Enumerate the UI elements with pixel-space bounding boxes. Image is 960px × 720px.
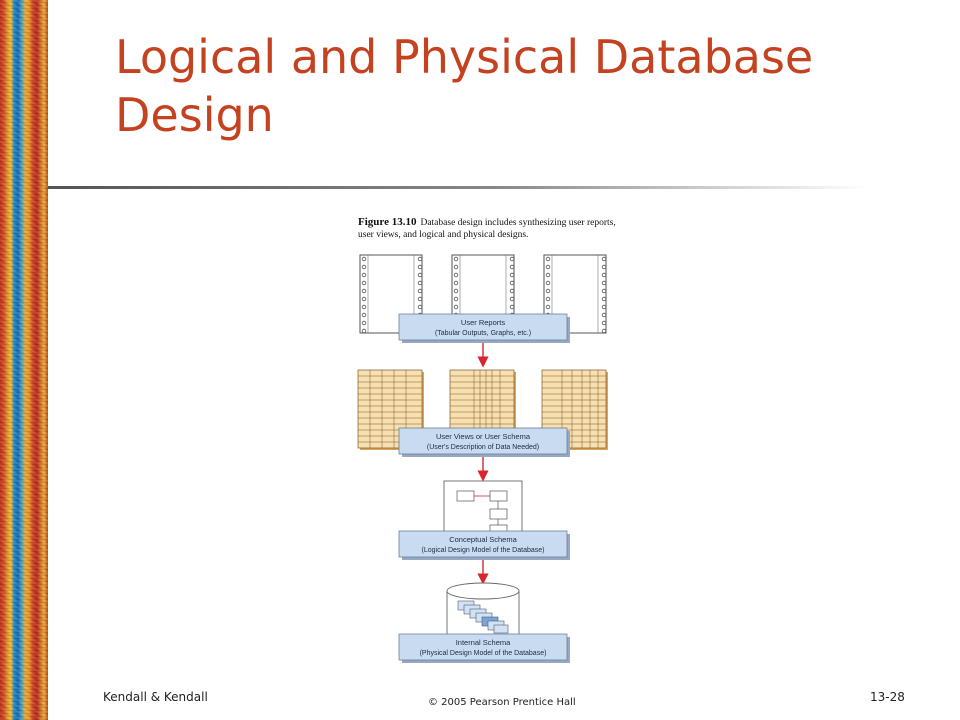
step-1-title: User Reports xyxy=(461,318,505,327)
step-box-conceptual-schema: Conceptual Schema (Logical Design Model … xyxy=(398,530,570,560)
slide-title: Logical and Physical Database Design xyxy=(115,30,814,142)
title-divider xyxy=(48,186,868,189)
step-box-user-views: User Views or User Schema (User's Descri… xyxy=(398,427,570,457)
step-2-title: User Views or User Schema xyxy=(436,432,531,441)
user-reports-pages xyxy=(359,254,607,334)
woven-fabric-sidebar xyxy=(0,0,48,720)
figure-number: Figure 13.10 xyxy=(358,216,417,228)
user-view-table xyxy=(541,369,608,450)
step-3-title: Conceptual Schema xyxy=(449,535,517,544)
step-box-user-reports: User Reports (Tabular Outputs, Graphs, e… xyxy=(398,313,570,343)
step-box-internal-schema: Internal Schema (Physical Design Model o… xyxy=(398,633,570,663)
footer-page-number: 13-28 xyxy=(870,690,905,704)
step-3-subtitle: (Logical Design Model of the Database) xyxy=(422,547,545,554)
step-4-subtitle: (Physical Design Model of the Database) xyxy=(420,650,547,657)
step-4-title: Internal Schema xyxy=(456,638,511,647)
footer-authors: Kendall & Kendall xyxy=(103,690,208,704)
database-cylinder-icon xyxy=(446,582,520,646)
footer-copyright: © 2005 Pearson Prentice Hall xyxy=(428,697,576,708)
step-2-subtitle: (User's Description of Data Needed) xyxy=(427,444,539,451)
database-design-diagram: User Reports (Tabular Outputs, Graphs, e… xyxy=(357,254,608,663)
figure-caption-text: Database design includes synthesizing us… xyxy=(358,218,616,240)
step-1-subtitle: (Tabular Outputs, Graphs, etc.) xyxy=(435,330,531,337)
